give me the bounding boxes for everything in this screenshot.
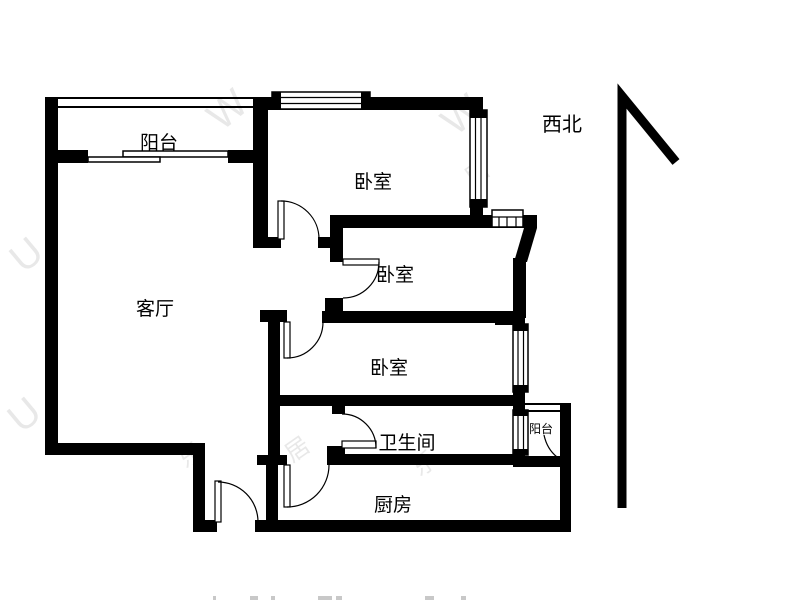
balcony-sliding-door (87, 150, 229, 163)
bedroom1-door (277, 200, 320, 240)
wall-bedroom1-left (253, 97, 268, 248)
balcony-rails (52, 97, 561, 412)
doors (214, 200, 380, 523)
balcony-top-label: 阳台 (140, 132, 178, 154)
wall-bedroom2-top (332, 215, 537, 228)
wall-vestibule-left (193, 443, 205, 532)
wall-bedroom3-bottom (268, 395, 513, 406)
wall-right-outer (560, 403, 571, 532)
living-room-label: 客厅 (136, 298, 174, 320)
bottom-watermark-fragment (271, 596, 275, 600)
north-arrow (617, 83, 680, 508)
bedroom-lower-label: 卧室 (370, 357, 408, 379)
bathroom-door (341, 413, 377, 449)
wall-balcony-divider-right (228, 150, 268, 163)
wall-vestibule-right (266, 455, 278, 532)
north-arrow-line (617, 83, 680, 508)
bedroom1-right-window (469, 109, 488, 208)
wall-bedroom1-door-left-jamb (265, 237, 281, 248)
bedroom2-top-window (491, 209, 524, 228)
wall-bedroom3-left (268, 310, 280, 457)
bathroom-label: 卫生间 (378, 432, 435, 454)
bedroom2-door (342, 258, 380, 299)
wall-bottom-left-seg (193, 520, 217, 532)
wall-divider-left-jamb (325, 298, 343, 316)
bathroom-balcony-window (512, 409, 529, 456)
wall-bathroom-door-bottom-jamb (327, 446, 345, 465)
wall-bathroom-door-top-jamb (332, 404, 345, 414)
balcony-small-label: 阳台 (529, 421, 553, 436)
entrance-door (214, 480, 259, 523)
wall-bedroom2-3-divider (322, 311, 513, 323)
kitchen-door (283, 464, 330, 508)
wall-bathroom-bottom (327, 454, 513, 465)
bedroom1-top-window (271, 91, 371, 110)
wall-bedroom1-door-right-jamb (318, 237, 332, 248)
bedroom-top-label: 卧室 (354, 171, 392, 193)
watermark-glyph: U (1, 229, 51, 281)
wall-balcony-divider-left (45, 150, 88, 163)
wall-diagonal (514, 228, 537, 262)
labels: 阳台 卧室 卧室 卧室 客厅 卫生间 厨房 阳台 西北 (136, 113, 582, 516)
bottom-watermark-fragment (213, 596, 216, 600)
bedroom-middle-label: 卧室 (376, 264, 414, 286)
wall-living-bottom (45, 443, 205, 455)
wall-bottom-main (255, 520, 571, 532)
bottom-watermark-fragment (250, 596, 258, 600)
wall-small-balcony-bottom (513, 456, 571, 467)
bottom-watermark-fragment (336, 596, 342, 600)
windows (87, 91, 529, 456)
bottom-watermark-fragment (425, 596, 434, 600)
compass-label: 西北 (542, 113, 582, 136)
wall-bedroom3-right-cap (513, 315, 525, 326)
watermark-glyph: U (0, 389, 50, 441)
bedroom3-right-window (512, 323, 529, 393)
small-balcony-leader-line (543, 434, 558, 458)
walls (45, 97, 571, 532)
wall-kitchen-top-stub (257, 455, 287, 465)
wall-left-outer (45, 97, 58, 455)
watermark-glyph: W (199, 81, 256, 139)
wall-bedroom2-right (513, 258, 526, 318)
wall-bedroom3-topleft (260, 310, 287, 322)
kitchen-label: 厨房 (374, 494, 412, 516)
bottom-watermark-fragment (318, 596, 332, 600)
bottom-watermark-fragment (461, 596, 466, 600)
bedroom3-door (283, 321, 324, 359)
